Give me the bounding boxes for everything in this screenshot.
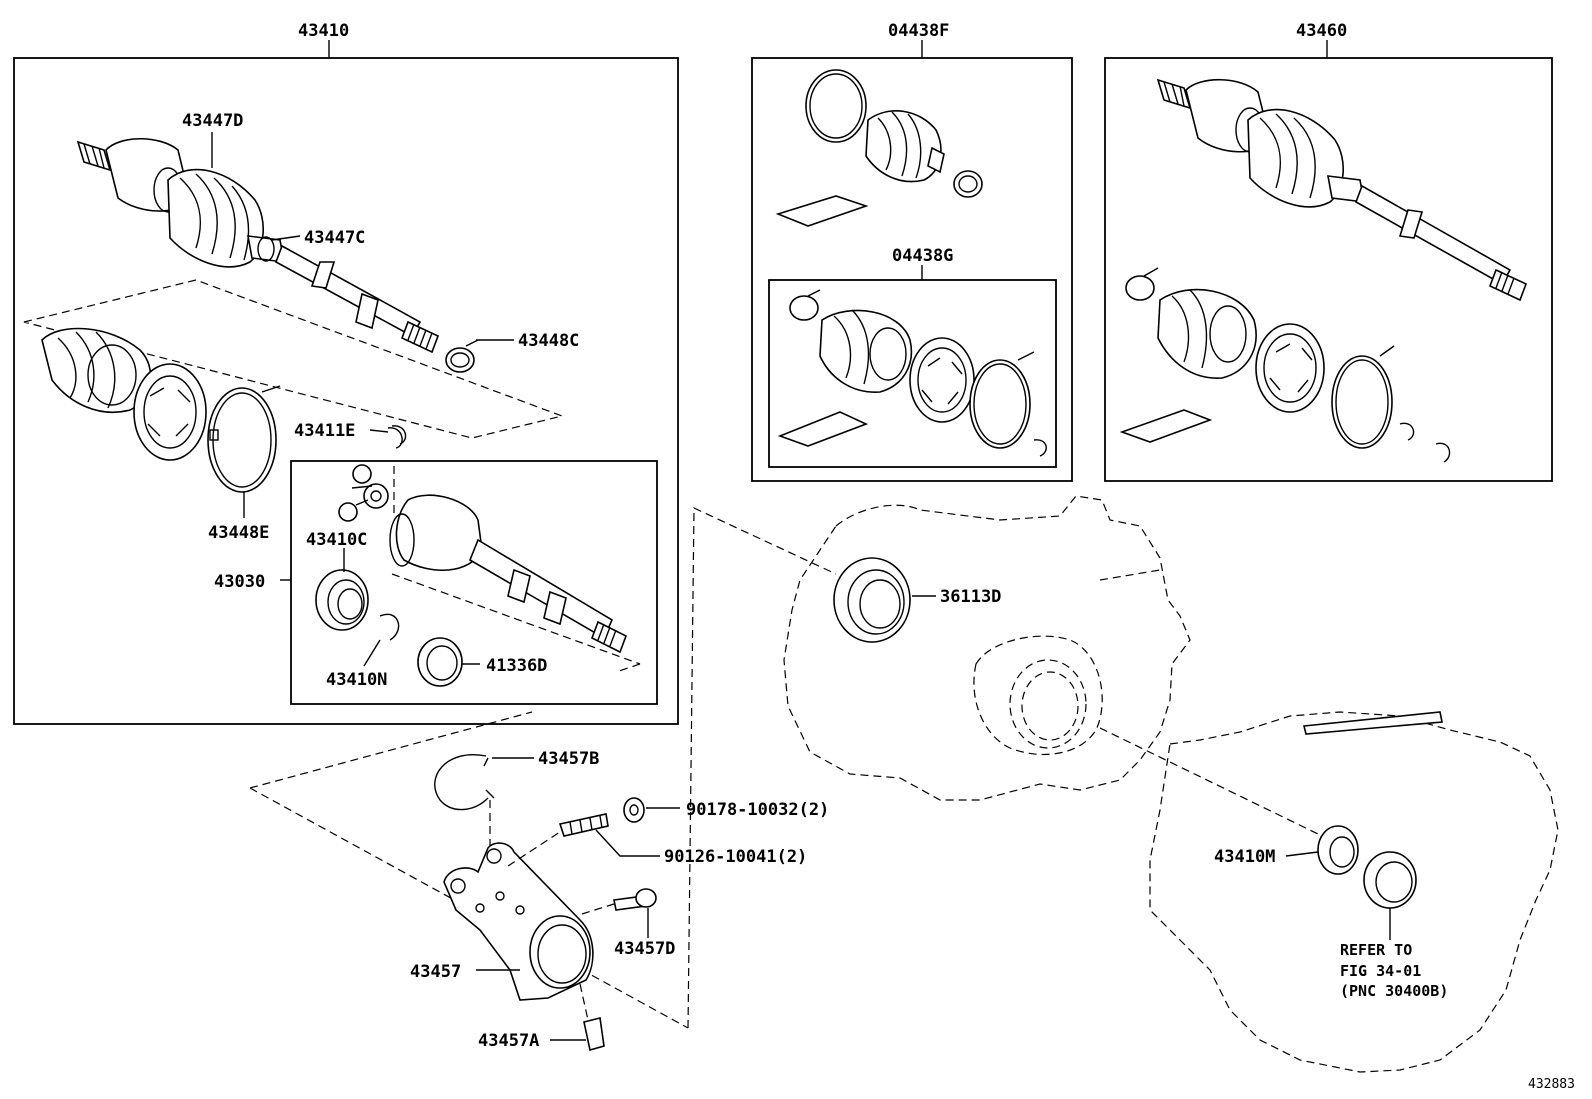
label-43410C: 43410C [306,530,367,550]
drive-shaft-43460 [1156,78,1528,302]
label-43457A: 43457A [478,1031,539,1051]
seal-41336D [417,637,463,687]
drive-shaft-43410-outer [76,137,440,354]
transaxle-case-2 [1149,711,1559,1073]
label-43410N: 43410N [326,670,387,690]
box-43460 [1104,57,1553,482]
label-43410M: 43410M [1214,847,1275,867]
joint-ring-43447 [133,363,207,461]
label-43030: 43030 [214,572,265,592]
note-fig-ref: FIG 34-01 [1340,962,1421,980]
box-43030 [290,460,658,705]
bolt-43457A [583,1017,605,1052]
box-04438F [751,57,1073,482]
boot-kit-04438F [775,69,983,227]
label-90126-10041: 90126-10041(2) [664,847,807,867]
boot-clamp-43448C [445,339,479,373]
label-43457D: 43457D [614,939,675,959]
boot-kit-43460 [1119,267,1451,463]
label-04438G: 04438G [892,246,953,266]
inner-joint-shaft-43030 [389,494,628,654]
label-43447D: 43447D [182,111,243,131]
label-41336D: 41336D [486,656,547,676]
label-04438F: 04438F [888,21,949,41]
label-43411E: 43411E [294,421,355,441]
stud-90126 [558,813,609,837]
label-43457B: 43457B [538,749,599,769]
tripod-joint-43410C [338,464,389,522]
label-43448E: 43448E [208,523,269,543]
label-43457: 43457 [410,962,461,982]
box-43410 [13,57,679,725]
figure-number: 432883 [1528,1077,1575,1092]
snap-ring-43410N [379,613,400,641]
label-43460: 43460 [1296,21,1347,41]
label-43448C: 43448C [518,331,579,351]
bearing-43410C [315,569,369,631]
boot-clamp-43448E [207,385,281,493]
label-90178-10032: 90178-10032(2) [686,800,829,820]
label-43447C: 43447C [304,228,365,248]
box-04438G [768,279,1057,468]
note-refer-to: REFER TO [1340,941,1412,959]
label-36113D: 36113D [940,587,1001,607]
label-43410: 43410 [298,21,349,41]
nut-90178 [623,797,645,823]
bearing-bracket-43457 [443,842,594,1001]
snap-ring-43457B [434,754,495,811]
boot-kit-04438G [777,289,1047,457]
note-pnc-ref: (PNC 30400B) [1340,982,1448,1000]
bolt-43457D [613,888,657,911]
transaxle-case [783,495,1191,801]
